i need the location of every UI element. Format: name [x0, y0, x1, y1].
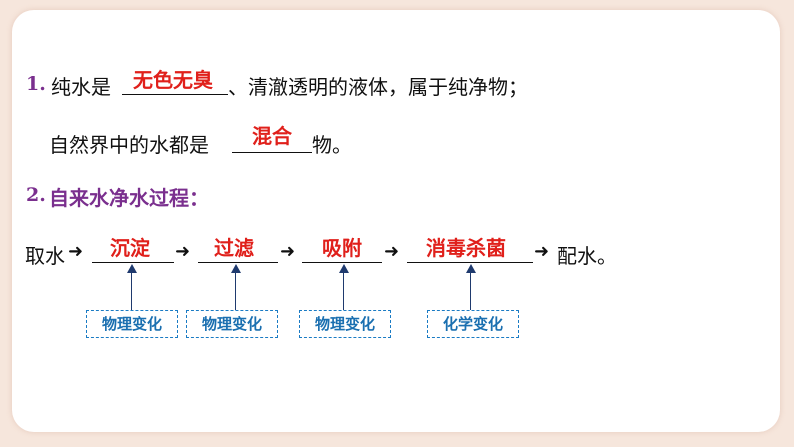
up-arrowhead-icon: [466, 264, 476, 273]
line2-blank: [232, 152, 312, 153]
line1-prefix: 纯水是: [51, 75, 111, 99]
up-arrowhead-icon: [127, 264, 137, 273]
change-type-tag: 物理变化: [299, 310, 391, 338]
item-number-1: 1.: [26, 73, 46, 95]
process-start: 取水: [25, 244, 65, 268]
arrow-icon: ➜: [68, 241, 84, 262]
connector-line: [131, 272, 132, 310]
line2-suffix: 物。: [312, 133, 352, 157]
line1-suffix: 、清澈透明的液体，属于纯净物；: [228, 75, 528, 99]
change-type-tag: 物理变化: [186, 310, 278, 338]
step-blank: [92, 262, 174, 263]
process-end: 配水。: [557, 244, 617, 268]
connector-line: [343, 272, 344, 310]
up-arrowhead-icon: [231, 264, 241, 273]
arrow-icon: ➜: [384, 241, 400, 262]
line1-answer: 无色无臭: [133, 68, 213, 92]
process-heading: 自来水净水过程：: [49, 186, 209, 210]
step-blank: [302, 262, 382, 263]
content-card: [12, 10, 780, 432]
step-blank: [198, 262, 278, 263]
arrow-icon: ➜: [175, 241, 191, 262]
step-answer: 吸附: [322, 236, 362, 260]
connector-line: [470, 272, 471, 310]
line2-answer: 混合: [252, 124, 292, 148]
step-blank: [407, 262, 533, 263]
step-answer: 沉淀: [110, 236, 150, 260]
step-answer: 消毒杀菌: [426, 236, 506, 260]
change-type-tag: 化学变化: [427, 310, 519, 338]
arrow-icon: ➜: [280, 241, 296, 262]
connector-line: [235, 272, 236, 310]
step-answer: 过滤: [214, 236, 254, 260]
line1-blank: [122, 94, 228, 95]
arrow-icon: ➜: [534, 241, 550, 262]
up-arrowhead-icon: [339, 264, 349, 273]
item-number-2: 2.: [26, 184, 46, 206]
change-type-tag: 物理变化: [86, 310, 178, 338]
line2-prefix: 自然界中的水都是: [49, 133, 209, 157]
